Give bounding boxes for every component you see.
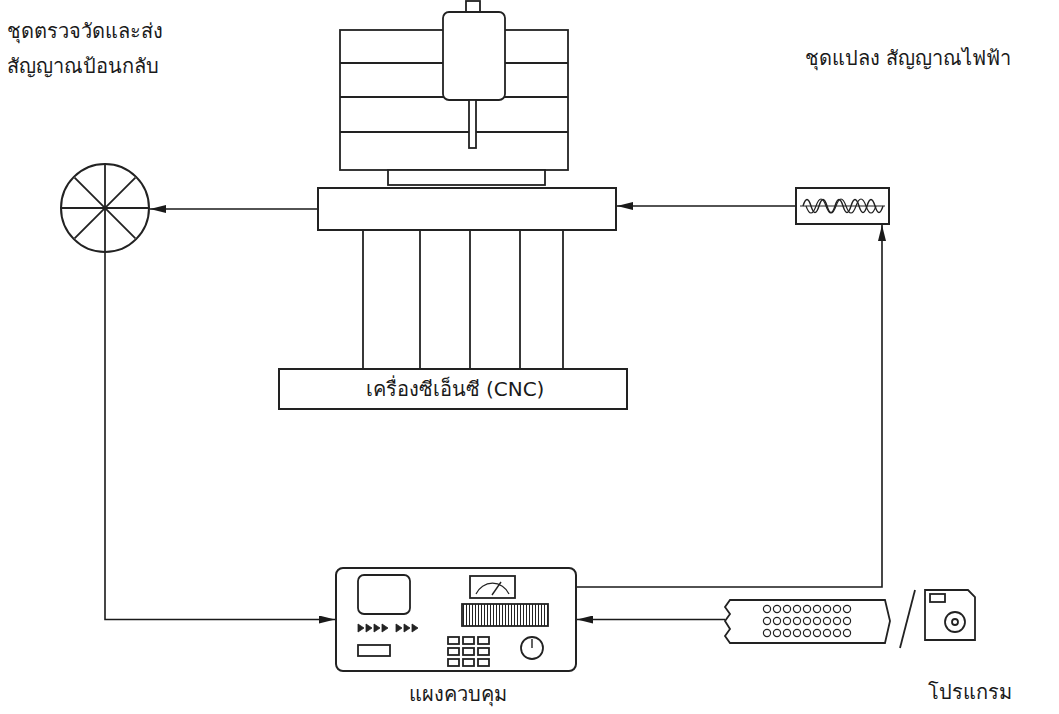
panel-key [478, 648, 489, 655]
panel-key [478, 659, 489, 666]
machine-base: เครื่องซีเอ็นซี (CNC) [278, 368, 628, 410]
panel-key [463, 637, 474, 644]
feedback-encoder: ชุดตรวจวัดและส่ง สัญญาณป้อนกลับ [60, 163, 150, 253]
punched-tape [725, 600, 890, 643]
machine-leg [519, 229, 521, 368]
meter-scale [476, 583, 509, 594]
panel-key [448, 659, 459, 666]
panel-grille [462, 604, 548, 626]
column-band [340, 131, 568, 133]
meter-needle [492, 582, 501, 595]
waveform [806, 199, 876, 213]
separator-slash [900, 590, 915, 648]
cutting-tool [469, 100, 476, 148]
machine-leg [469, 229, 471, 368]
signal-arrow [105, 253, 335, 620]
signal-arrow [617, 205, 795, 207]
unit-heading: ชุดแปลง สัญญาณไฟฟ้า [805, 41, 1011, 76]
machine-leg [362, 229, 364, 368]
waveform [803, 200, 883, 213]
signal-arrow [577, 619, 725, 621]
panel-key [463, 659, 474, 666]
floppy-disk [925, 590, 975, 640]
disk-label [930, 594, 945, 602]
panel-name: แผงควบคุม [409, 677, 507, 712]
panel-key [463, 648, 474, 655]
machine-table [317, 187, 617, 231]
panel-knob [521, 637, 543, 659]
panel-screen [358, 575, 410, 614]
machine-leg [419, 229, 421, 368]
tape-holes [762, 603, 852, 639]
program-name: โปรแกรม [928, 675, 1012, 710]
signal-converter: ชุดแปลง สัญญาณไฟฟ้า [795, 187, 890, 225]
knob-mark [531, 639, 532, 648]
disk-hub-hole [952, 619, 958, 625]
encoder-spoke [75, 178, 136, 239]
machine-leg [562, 229, 564, 368]
panel-indicators [358, 624, 418, 632]
panel-key [478, 637, 489, 644]
control-panel: แผงควบคุม [335, 567, 577, 672]
unit-heading: ชุดตรวจวัดและส่ง สัญญาณป้อนกลับ [7, 14, 171, 84]
workpiece [388, 170, 545, 185]
panel-key [448, 648, 459, 655]
panel-meter [470, 576, 515, 598]
panel-key [448, 637, 459, 644]
signal-arrow [150, 208, 317, 210]
encoder-spoke [75, 178, 136, 239]
program-input: โปรแกรม [725, 592, 975, 647]
disk-hub [945, 612, 965, 632]
panel-slot [358, 645, 390, 656]
spindle-head [443, 12, 505, 100]
machine-name: เครื่องซีเอ็นซี (CNC) [366, 372, 545, 407]
